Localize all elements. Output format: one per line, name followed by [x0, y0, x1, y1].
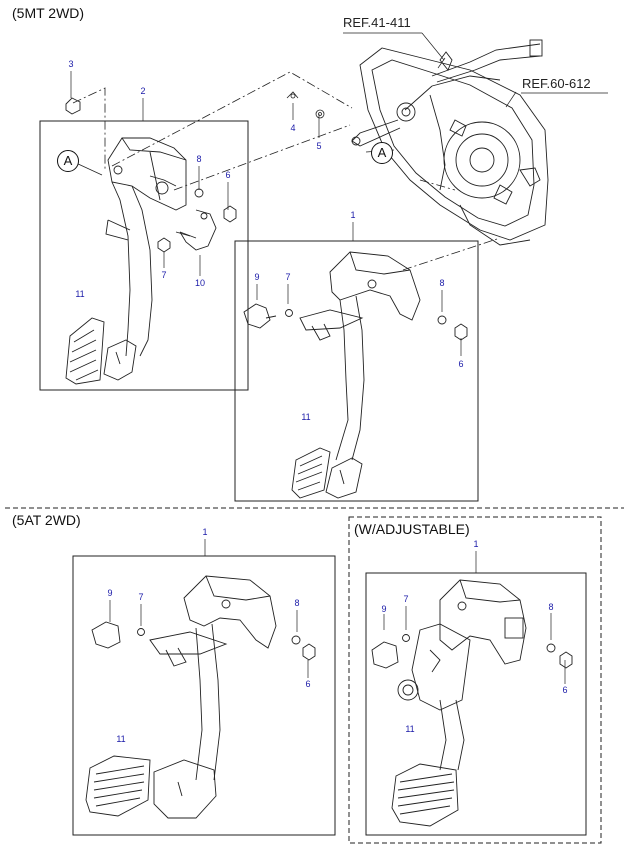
callout-11: 11 [116, 734, 126, 744]
at-brake-pedal-assembly [85, 575, 316, 819]
firewall-assembly [351, 39, 549, 246]
callout-4: 4 [290, 123, 296, 133]
callout-9: 9 [254, 272, 260, 282]
callout-2: 2 [140, 86, 146, 96]
callout-1: 1 [473, 539, 479, 549]
callout-1: 1 [202, 527, 208, 537]
section-title-5at-2wd: (5AT 2WD) [12, 512, 81, 528]
callout-7: 7 [138, 592, 144, 602]
box-adjustable-inner [365, 572, 587, 836]
callout-8: 8 [439, 278, 445, 288]
callout-9: 9 [381, 604, 387, 614]
mt-brake-pedal-assembly [243, 251, 468, 499]
callout-8: 8 [196, 154, 202, 164]
callout-8: 8 [294, 598, 300, 608]
reference-41-411: REF.41-411 [343, 15, 411, 30]
phantom-line-mid [173, 124, 351, 191]
callout-6: 6 [305, 679, 311, 689]
box-mt-clutch [39, 120, 249, 391]
callout-7: 7 [403, 594, 409, 604]
callout-6: 6 [458, 359, 464, 369]
box-mt-brake [234, 240, 479, 502]
callout-5: 5 [316, 141, 322, 151]
section-title-w-adjustable: (W/ADJUSTABLE) [354, 521, 470, 537]
callout-11: 11 [301, 412, 311, 422]
callout-8: 8 [548, 602, 554, 612]
view-marker-a-firewall: A [371, 142, 393, 164]
callout-10: 10 [194, 278, 206, 288]
callout-11: 11 [405, 724, 415, 734]
section-title-5mt-2wd: (5MT 2WD) [12, 5, 85, 21]
callout-7: 7 [285, 272, 291, 282]
clutch-pedal-assembly [65, 97, 237, 385]
adjustable-pedal-assembly [371, 579, 573, 827]
callout-6: 6 [225, 170, 231, 180]
phantom-line-low [419, 179, 456, 191]
box-at [72, 555, 336, 836]
callout-9: 9 [107, 588, 113, 598]
callout-11: 11 [75, 289, 85, 299]
callout-6: 6 [562, 685, 568, 695]
callout-7: 7 [161, 270, 167, 280]
callout-3: 3 [68, 59, 74, 69]
phantom-line-top [111, 71, 353, 167]
phantom-nut-3 [72, 87, 106, 170]
reference-60-612: REF.60-612 [522, 76, 591, 91]
callout-1: 1 [350, 210, 356, 220]
box-adjustable-outer [348, 516, 602, 844]
view-marker-a-clutch: A [57, 150, 79, 172]
phantom-line-brake [402, 237, 501, 271]
